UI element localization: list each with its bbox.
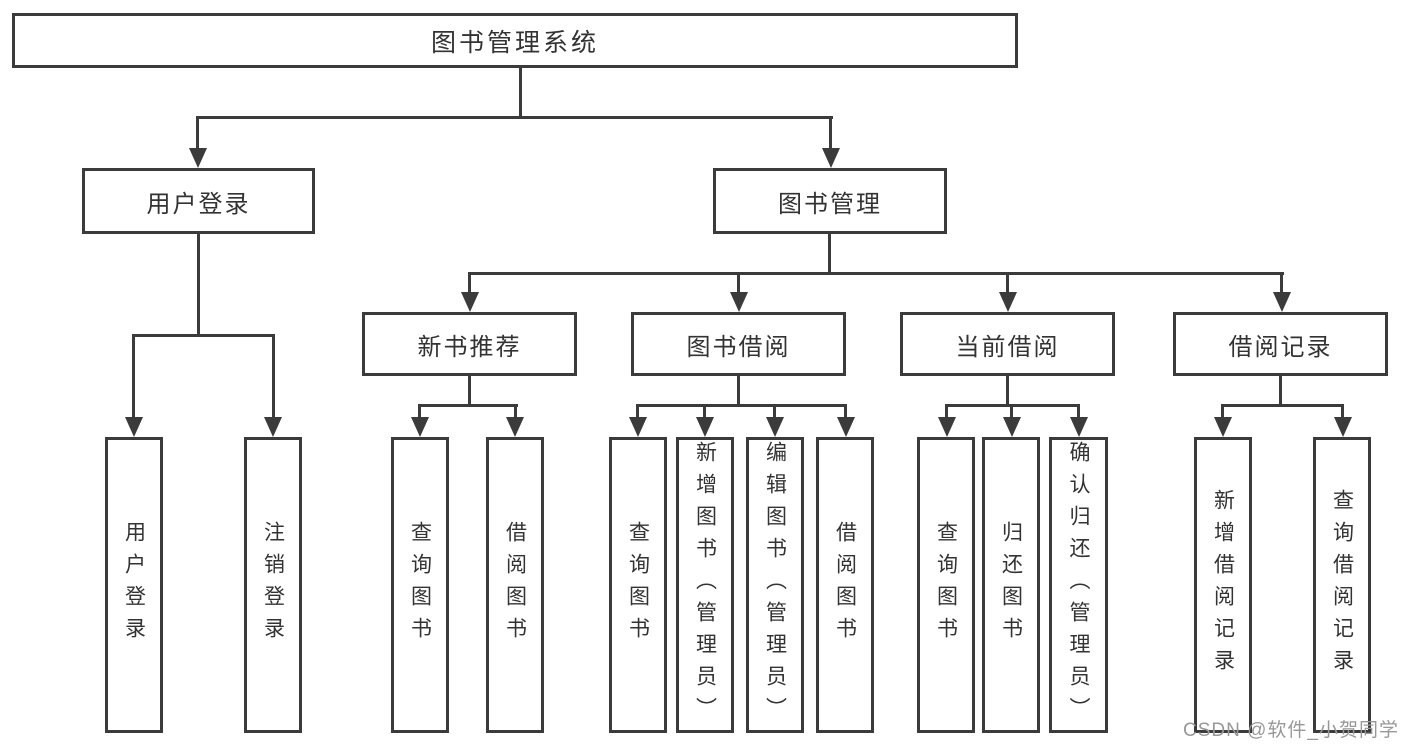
connector-line (1341, 404, 1344, 421)
node-borrow-records: 借阅记录 (1173, 312, 1388, 376)
node-book-management-label: 图书管理 (778, 190, 882, 218)
connector-line (844, 404, 847, 421)
arrowhead-icon (1273, 292, 1291, 312)
leaf-newbook-query-books-label: 查询图书 (408, 521, 432, 649)
leaf-add-books-admin: 新增图书（管理员） (676, 437, 734, 733)
leaf-query-borrow-record: 查询借阅记录 (1313, 437, 1371, 733)
connector-line (1006, 272, 1009, 295)
arrowhead-icon (1334, 417, 1352, 437)
node-root: 图书管理系统 (12, 13, 1018, 68)
connector-line (703, 404, 706, 421)
connector-line (132, 334, 135, 420)
connector-line (828, 234, 831, 275)
leaf-add-borrow-record-label: 新增借阅记录 (1211, 489, 1235, 681)
csdn-watermark: CSDN @软件_小贺同学 (1183, 720, 1399, 741)
connector-line (737, 272, 740, 295)
connector-line (272, 334, 275, 420)
arrowhead-icon (1070, 417, 1088, 437)
connector-line (1279, 376, 1282, 407)
arrowhead-icon (766, 417, 784, 437)
arrowhead-icon (1214, 417, 1232, 437)
connector-line (418, 404, 518, 407)
leaf-newbook-borrow-books: 借阅图书 (486, 437, 544, 733)
connector-line (132, 334, 275, 337)
connector-line (196, 116, 833, 119)
connector-line (636, 404, 639, 421)
arrowhead-icon (999, 292, 1017, 312)
node-user-login: 用户登录 (82, 168, 315, 234)
leaf-current-query-books-label: 查询图书 (934, 521, 958, 649)
leaf-return-books-label: 归还图书 (999, 521, 1023, 649)
connector-line (945, 404, 948, 421)
arrowhead-icon (189, 148, 207, 168)
arrowhead-icon (730, 292, 748, 312)
leaf-borrow-books: 借阅图书 (816, 437, 874, 733)
connector-line (829, 116, 832, 150)
leaf-newbook-borrow-books-label: 借阅图书 (503, 521, 527, 649)
leaf-borrow-query-books: 查询图书 (609, 437, 667, 733)
connector-line (468, 376, 471, 407)
leaf-current-query-books: 查询图书 (917, 437, 975, 733)
leaf-confirm-return-admin: 确认归还（管理员） (1049, 437, 1108, 733)
leaf-edit-books-admin-label: 编辑图书（管理员） (763, 441, 787, 729)
connector-line (468, 272, 1284, 275)
connector-line (468, 272, 471, 295)
connector-line (196, 116, 199, 150)
node-new-book-recommend-label: 新书推荐 (417, 333, 522, 361)
connector-line (737, 376, 740, 407)
connector-line (1077, 404, 1080, 421)
connector-line (519, 66, 522, 118)
arrowhead-icon (125, 417, 143, 437)
connector-line (1006, 376, 1009, 407)
connector-line (1221, 404, 1224, 421)
arrowhead-icon (264, 417, 282, 437)
leaf-borrow-query-books-label: 查询图书 (626, 521, 650, 649)
connector-line (636, 404, 847, 407)
arrowhead-icon (629, 417, 647, 437)
node-book-borrow: 图书借阅 (631, 312, 846, 376)
arrowhead-icon (837, 417, 855, 437)
arrowhead-icon (696, 417, 714, 437)
leaf-logout-label: 注销登录 (261, 521, 285, 649)
leaf-borrow-books-label: 借阅图书 (833, 521, 857, 649)
arrowhead-icon (461, 292, 479, 312)
node-current-borrow: 当前借阅 (900, 312, 1115, 376)
connector-line (514, 404, 517, 421)
arrowhead-icon (506, 417, 524, 437)
arrowhead-icon (822, 148, 840, 168)
leaf-user-login-label: 用户登录 (122, 521, 146, 649)
leaf-logout: 注销登录 (244, 437, 302, 733)
leaf-newbook-query-books: 查询图书 (391, 437, 449, 733)
arrowhead-icon (1003, 417, 1021, 437)
connector-line (1221, 404, 1344, 407)
connector-line (1010, 404, 1013, 421)
connector-line (197, 234, 200, 337)
connector-line (418, 404, 421, 421)
leaf-confirm-return-admin-label: 确认归还（管理员） (1067, 441, 1090, 729)
node-user-login-label: 用户登录 (146, 190, 251, 218)
node-root-label: 图书管理系统 (430, 28, 599, 57)
arrowhead-icon (938, 417, 956, 437)
connector-line (1280, 272, 1283, 295)
leaf-user-login: 用户登录 (105, 437, 163, 733)
leaf-query-borrow-record-label: 查询借阅记录 (1330, 489, 1354, 681)
node-current-borrow-label: 当前借阅 (955, 333, 1060, 361)
leaf-return-books: 归还图书 (982, 437, 1040, 733)
node-book-management: 图书管理 (713, 168, 947, 234)
arrowhead-icon (411, 417, 429, 437)
leaf-add-borrow-record: 新增借阅记录 (1194, 437, 1252, 733)
node-book-borrow-label: 图书借阅 (686, 333, 791, 361)
node-new-book-recommend: 新书推荐 (362, 312, 577, 376)
leaf-edit-books-admin: 编辑图书（管理员） (746, 437, 804, 733)
node-borrow-records-label: 借阅记录 (1228, 333, 1333, 361)
connector-line (773, 404, 776, 421)
leaf-add-books-admin-label: 新增图书（管理员） (693, 441, 717, 729)
